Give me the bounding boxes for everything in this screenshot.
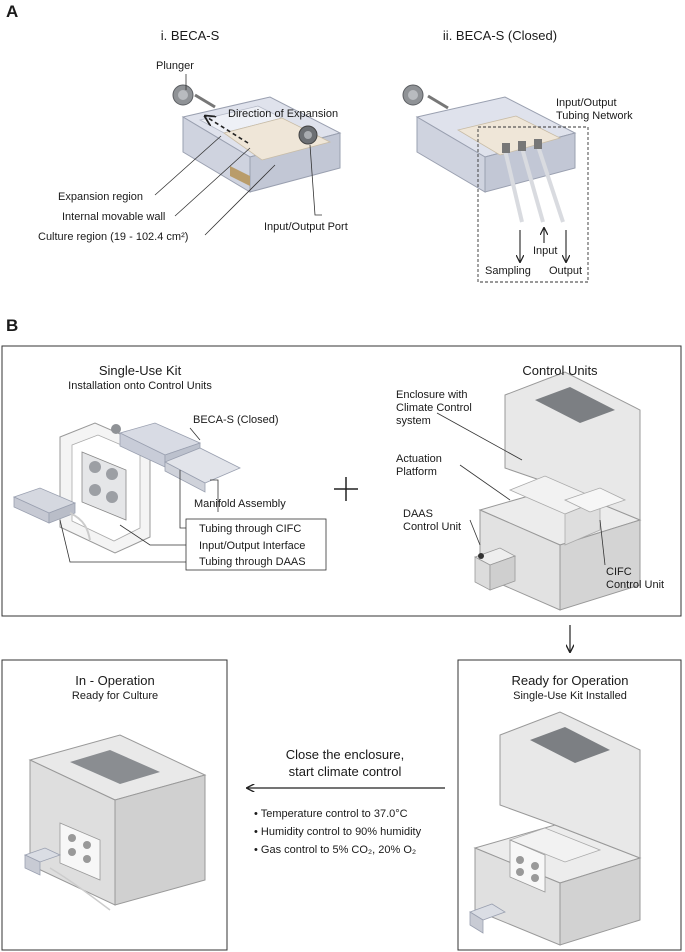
cifc-label-2: Control Unit bbox=[606, 579, 665, 591]
direction-arrow bbox=[205, 116, 249, 144]
kit-subtitle: Installation onto Control Units bbox=[68, 380, 212, 392]
bullet-humidity: • Humidity control to 90% humidity bbox=[254, 826, 422, 838]
enclosure-label-2: Climate Control bbox=[396, 402, 472, 414]
plunger-label: Plunger bbox=[156, 60, 194, 72]
bullet-gas-text: Gas control to 5% CO₂, 20% O₂ bbox=[260, 844, 417, 856]
in-operation-title: In - Operation bbox=[75, 673, 155, 688]
tubing-network-box bbox=[477, 126, 589, 283]
bullet-humidity-text: Humidity control to 90% humidity bbox=[260, 826, 422, 838]
network-label-2: Tubing Network bbox=[556, 110, 633, 122]
manifold-label: Manifold Assembly bbox=[194, 498, 286, 510]
cifc-label-1: CIFC bbox=[606, 566, 632, 578]
expansion-label: Expansion region bbox=[58, 191, 144, 203]
network-label-1: Input/Output bbox=[556, 97, 617, 109]
io-interface-label: Input/Output Interface bbox=[199, 540, 306, 552]
enclosure-label-1: Enclosure with bbox=[396, 389, 468, 401]
bullet-temperature: • Temperature control to 37.0°C bbox=[254, 808, 408, 820]
single-use-kit-art bbox=[12, 422, 241, 554]
bullet-temperature-text: Temperature control to 37.0°C bbox=[260, 808, 408, 820]
control-units-art bbox=[474, 371, 642, 611]
ready-title: Ready for Operation bbox=[511, 673, 629, 688]
sampling-label: Sampling bbox=[485, 265, 531, 277]
installed-kit-art bbox=[469, 711, 642, 946]
daas-label-2: Control Unit bbox=[403, 521, 462, 533]
daas-label-1: DAAS bbox=[403, 508, 433, 520]
beca-closed-label: BECA-S (Closed) bbox=[193, 414, 279, 426]
in-operation-subtitle: Ready for Culture bbox=[71, 690, 159, 702]
ready-frame bbox=[457, 659, 682, 951]
beca-s-closed-device bbox=[402, 84, 577, 223]
in-operation-frame bbox=[1, 659, 228, 951]
panel-b-letter: B bbox=[6, 316, 19, 335]
beca-s-title: i. BECA-S bbox=[160, 28, 220, 43]
direction-label: Direction of Expansion bbox=[228, 108, 339, 120]
closed-enclosure-art bbox=[23, 734, 207, 911]
enclosure-label-3: system bbox=[396, 415, 431, 427]
port-label: Input/Output Port bbox=[264, 221, 348, 233]
culture-label: Culture region (19 - 102.4 cm²) bbox=[38, 231, 189, 243]
wall-label: Internal movable wall bbox=[62, 211, 166, 223]
control-title: Control Units bbox=[522, 363, 598, 378]
ready-subtitle: Single-Use Kit Installed bbox=[513, 690, 627, 702]
kit-title: Single-Use Kit bbox=[98, 363, 182, 378]
actuation-label-2: Platform bbox=[396, 466, 437, 478]
tubing-daas-label: Tubing through DAAS bbox=[199, 556, 306, 568]
input-label: Input bbox=[533, 245, 558, 257]
panel-a-letter: A bbox=[6, 2, 19, 21]
output-label: Output bbox=[549, 265, 583, 277]
bullet-gas: • Gas control to 5% CO₂, 20% O₂ bbox=[254, 844, 417, 856]
transition-line-2: start climate control bbox=[288, 764, 402, 779]
tubing-cifc-label: Tubing through CIFC bbox=[199, 523, 302, 535]
actuation-label-1: Actuation bbox=[396, 453, 442, 465]
transition-line-1: Close the enclosure, bbox=[285, 747, 405, 762]
panel-b-frame bbox=[1, 345, 682, 617]
kit-label-box bbox=[185, 518, 327, 571]
beca-s-device bbox=[172, 84, 342, 193]
beca-s-closed-title: ii. BECA-S (Closed) bbox=[442, 28, 558, 43]
